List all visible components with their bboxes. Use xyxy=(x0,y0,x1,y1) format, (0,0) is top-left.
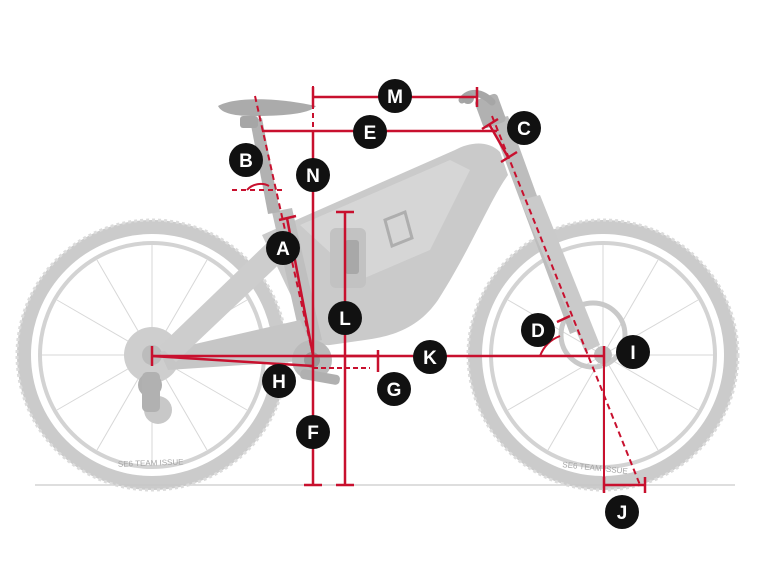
badge-n: N xyxy=(296,158,330,192)
badge-f: F xyxy=(296,415,330,449)
badge-g: G xyxy=(377,372,411,406)
rear-drivetrain xyxy=(138,372,162,412)
head-angle-line xyxy=(491,115,641,486)
badge-j: J xyxy=(605,495,639,529)
badge-a: A xyxy=(266,231,300,265)
frame xyxy=(160,118,508,385)
badge-i: I xyxy=(616,335,650,369)
bike-silhouette: SE6 TEAM ISSUE SE6 TEAM ISSUE xyxy=(15,90,740,492)
badge-k: K xyxy=(413,340,447,374)
badge-n-text: N xyxy=(306,166,320,187)
badge-c: C xyxy=(507,111,541,145)
badge-l-text: L xyxy=(339,309,351,330)
badge-l: L xyxy=(328,301,362,335)
badge-h-text: H xyxy=(272,372,286,393)
badge-h: H xyxy=(262,364,296,398)
badge-d-text: D xyxy=(531,321,545,342)
badge-j-text: J xyxy=(617,503,628,524)
badge-i-text: I xyxy=(630,343,635,364)
badge-d: D xyxy=(521,313,555,347)
badge-f-text: F xyxy=(307,423,319,444)
badge-m-text: M xyxy=(387,87,403,108)
label-badges: M E C N B A L D xyxy=(229,79,650,529)
badge-e-text: E xyxy=(364,123,377,144)
measure-arc-b xyxy=(246,182,270,191)
badge-k-text: K xyxy=(423,348,437,369)
badge-a-text: A xyxy=(276,239,290,260)
measurement-lines xyxy=(150,86,647,493)
measure-line-c xyxy=(487,123,510,158)
saddle xyxy=(218,99,316,128)
badge-m: M xyxy=(378,79,412,113)
measure-line-h xyxy=(151,354,314,368)
badge-g-text: G xyxy=(387,380,402,401)
badge-b: B xyxy=(229,143,263,177)
badge-b-text: B xyxy=(239,151,253,172)
rear-tire-text: SE6 TEAM ISSUE xyxy=(118,457,184,468)
badge-c-text: C xyxy=(517,119,531,140)
seat-angle-line xyxy=(254,95,314,356)
badge-e: E xyxy=(353,115,387,149)
